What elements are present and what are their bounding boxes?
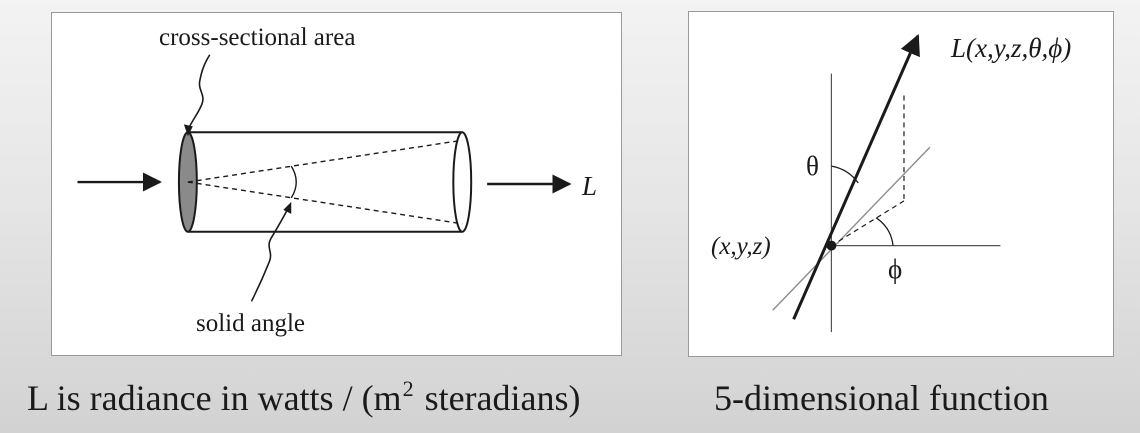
origin-point	[826, 240, 837, 251]
cross-sectional-area-label: cross-sectional area	[159, 24, 356, 51]
solid-angle-cone-upper	[187, 139, 463, 183]
cross-section-pointer	[187, 54, 211, 131]
five-dimensional-caption: 5-dimensional function	[714, 378, 1049, 418]
caption-suffix: steradians)	[415, 378, 581, 418]
projection-line	[772, 146, 931, 311]
phi-label: ϕ	[888, 254, 903, 284]
radiance-ray	[792, 33, 920, 320]
radiance-diagram-panel: cross-sectional area solid angle L	[51, 12, 622, 356]
radiance-units-caption: L is radiance in watts / (m2 steradians)	[27, 378, 581, 418]
solid-angle-arc	[290, 165, 297, 199]
theta-arc	[831, 165, 859, 184]
theta-label: θ	[806, 151, 819, 181]
origin-coordinates-label: (x,y,z)	[711, 233, 771, 260]
cylinder-far-end	[452, 131, 473, 233]
phi-arc	[875, 217, 894, 246]
radiance-diagram	[77, 54, 572, 302]
caption-prefix: L is radiance in watts / (m	[27, 378, 402, 418]
solid-angle-cone-lower	[187, 181, 463, 225]
caption-superscript: 2	[402, 376, 414, 401]
cross-section-pointer-head	[183, 124, 193, 137]
five-dimensional-function-panel: L(x,y,z,θ,ϕ) (x,y,z) θ ϕ	[688, 11, 1114, 357]
solid-angle-pointer-head	[283, 201, 292, 214]
solid-angle-pointer	[250, 207, 289, 302]
radiance-function-label: L(x,y,z,θ,ϕ)	[951, 33, 1072, 63]
solid-angle-label: solid angle	[196, 310, 306, 337]
radiance-output-label: L	[582, 171, 598, 201]
five-dimensional-diagram	[772, 33, 1001, 333]
